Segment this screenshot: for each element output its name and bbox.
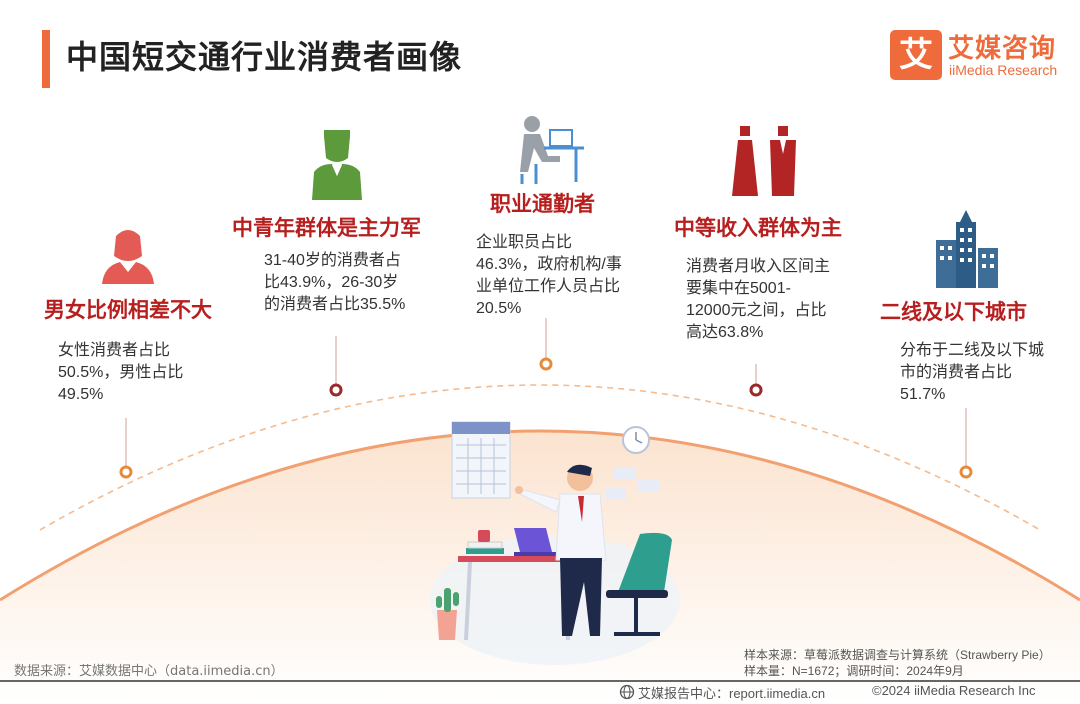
data-source-note: 数据来源：艾媒数据中心（data.iimedia.cn） [14,664,284,679]
group-3-text: 企业职员占比46.3%，政府机构/事业单位工作人员占比20.5% [476,234,622,317]
group-3-title: 职业通勤者 [490,192,595,216]
report-center-link[interactable]: 艾媒报告中心：report.iimedia.cn [638,686,826,701]
note-card [638,480,660,492]
book [467,541,503,549]
copyright-text: ©2024 iiMedia Research Inc [872,683,1036,698]
couple-icon [732,126,796,196]
footer-divider [0,680,1080,682]
group-5-title: 二线及以下城市 [880,300,1027,324]
logo-name-cn: 艾媒咨询 [948,34,1057,64]
group-1-title: 男女比例相差不大 [44,298,212,322]
female-user-icon [102,230,154,284]
clock-icon [622,426,650,454]
cactus-plant [436,588,459,640]
page-title: 中国短交通行业消费者画像 [66,38,463,76]
city-buildings-icon [936,210,998,288]
group-2-text: 31-40岁的消费者占比43.9%，26-30岁的消费者占比35.5% [264,252,406,313]
office-worker-icon [520,116,584,184]
logo-mark: 艾 [890,30,942,80]
connector-dot-2 [329,383,343,397]
calendar-icon [451,421,511,499]
office-chair [606,532,672,636]
group-4-text: 消费者月收入区间主要集中在5001-12000元之间，占比高达63.8% [686,258,831,341]
sample-size-note: 样本量：N=1672；调研时间：2024年9月 [744,664,964,678]
connector-dot-1 [119,465,133,479]
note-card [606,488,626,499]
title-accent-bar [42,30,50,88]
cup-icon [478,530,490,542]
connector-dot-3 [539,357,553,371]
laptop-icon [514,528,566,556]
connector-dot-4 [749,383,763,397]
arc-solid-line [0,429,1080,602]
connector-dot-5 [959,465,973,479]
group-4-title: 中等收入群体为主 [674,216,842,240]
businessman-icon [312,130,362,200]
group-1-text: 女性消费者占比50.5%，男性占比49.5% [58,342,184,403]
globe-icon [619,684,635,700]
sample-source-note: 样本来源：草莓派数据调查与计算系统（Strawberry Pie） [744,648,1051,662]
book [466,548,504,554]
group-5-text: 分布于二线及以下城市的消费者占比51.7% [900,342,1045,403]
logo-name-en: iiMedia Research [949,62,1058,78]
note-card [614,468,636,480]
businessman-figure [515,464,607,636]
group-2-title: 中青年群体是主力军 [232,216,421,240]
